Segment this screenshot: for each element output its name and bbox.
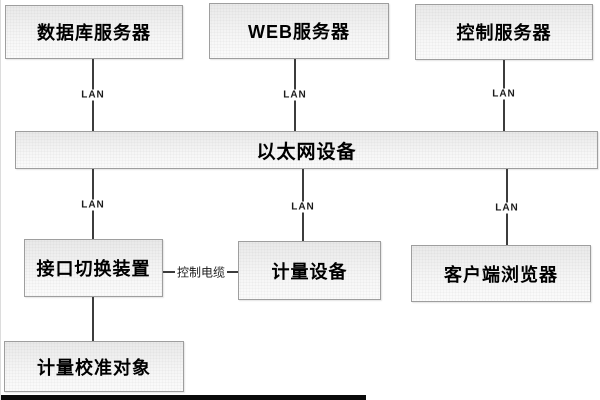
lan-label: LAN <box>493 202 521 214</box>
connector-interface-switch-to-calibration-target <box>92 297 94 341</box>
node-calibration-target: 计量校准对象 <box>4 341 184 392</box>
bottom-black-bar <box>1 395 366 400</box>
lan-label: LAN <box>281 89 309 101</box>
node-web-server: WEB服务器 <box>209 3 389 59</box>
lan-label: LAN <box>289 201 317 213</box>
lan-label: LAN <box>79 89 107 101</box>
node-ethernet-device: 以太网设备 <box>15 131 598 169</box>
control-cable-label: 控制电缆 <box>174 263 228 281</box>
lan-label: LAN <box>490 88 518 100</box>
node-metering-device: 计量设备 <box>238 241 381 300</box>
node-database-server: 数据库服务器 <box>5 5 183 59</box>
node-interface-switch: 接口切换装置 <box>24 239 163 297</box>
node-control-server: 控制服务器 <box>415 4 593 60</box>
lan-label: LAN <box>79 199 107 211</box>
node-client-browser: 客户端浏览器 <box>411 245 591 302</box>
